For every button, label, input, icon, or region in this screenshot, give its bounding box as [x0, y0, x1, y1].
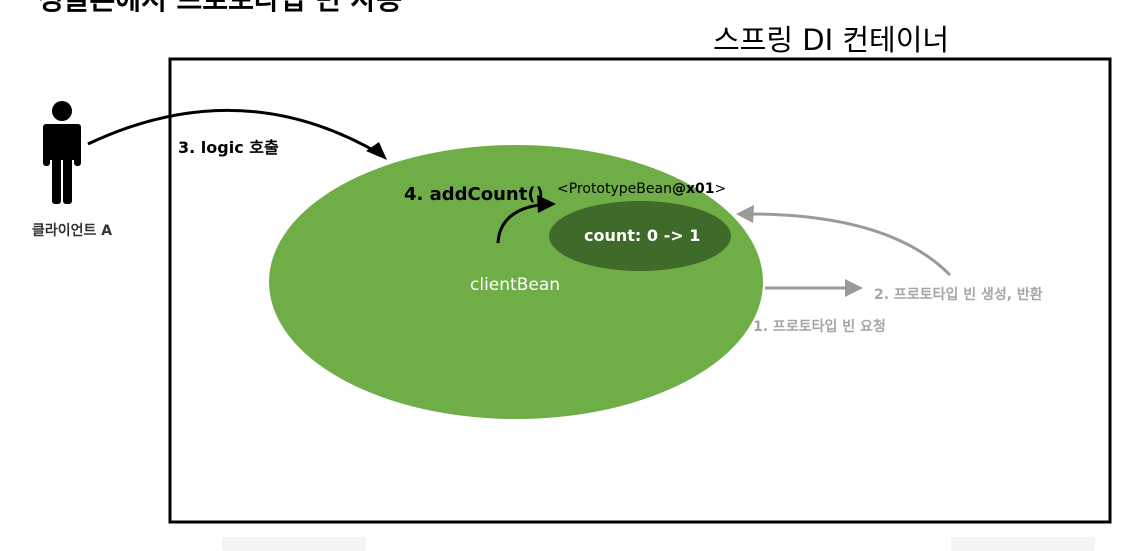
client-bean-label: clientBean: [470, 275, 561, 295]
prototype-instance-label: <PrototypeBean@x01>: [557, 181, 726, 197]
instance-prefix: <PrototypeBean: [557, 181, 672, 197]
bottom-tab-right: [951, 537, 1095, 551]
person-icon: [43, 101, 81, 204]
add-count-arrowhead: [537, 195, 556, 213]
di-container-box: [168, 57, 1112, 524]
instance-suffix: >: [714, 181, 727, 197]
logic-call-label: 3. logic 호출: [178, 138, 279, 157]
logic-call-arrowhead: [366, 142, 387, 160]
bottom-tab-left: [222, 537, 366, 551]
request-arrowhead: [845, 279, 863, 297]
prototype-bean-ellipse: [549, 201, 731, 271]
create-return-arrow: [747, 212, 952, 277]
container-title: 스프링 DI 컨테이너: [713, 23, 950, 57]
step2-label: 2. 프로토타입 빈 생성, 반환: [874, 287, 1043, 303]
logic-call-arrow: [87, 108, 381, 156]
instance-address: @x01: [671, 181, 715, 197]
client-label: 클라이언트 A: [32, 223, 113, 239]
create-return-arrowhead: [736, 205, 754, 223]
count-label: count: 0 -> 1: [584, 226, 701, 245]
add-count-label: 4. addCount(): [404, 184, 544, 205]
page-heading-cut: 싱글톤에서 프로토타입 빈 사용: [38, 0, 402, 18]
step1-label: 1. 프로토타입 빈 요청: [753, 319, 886, 335]
